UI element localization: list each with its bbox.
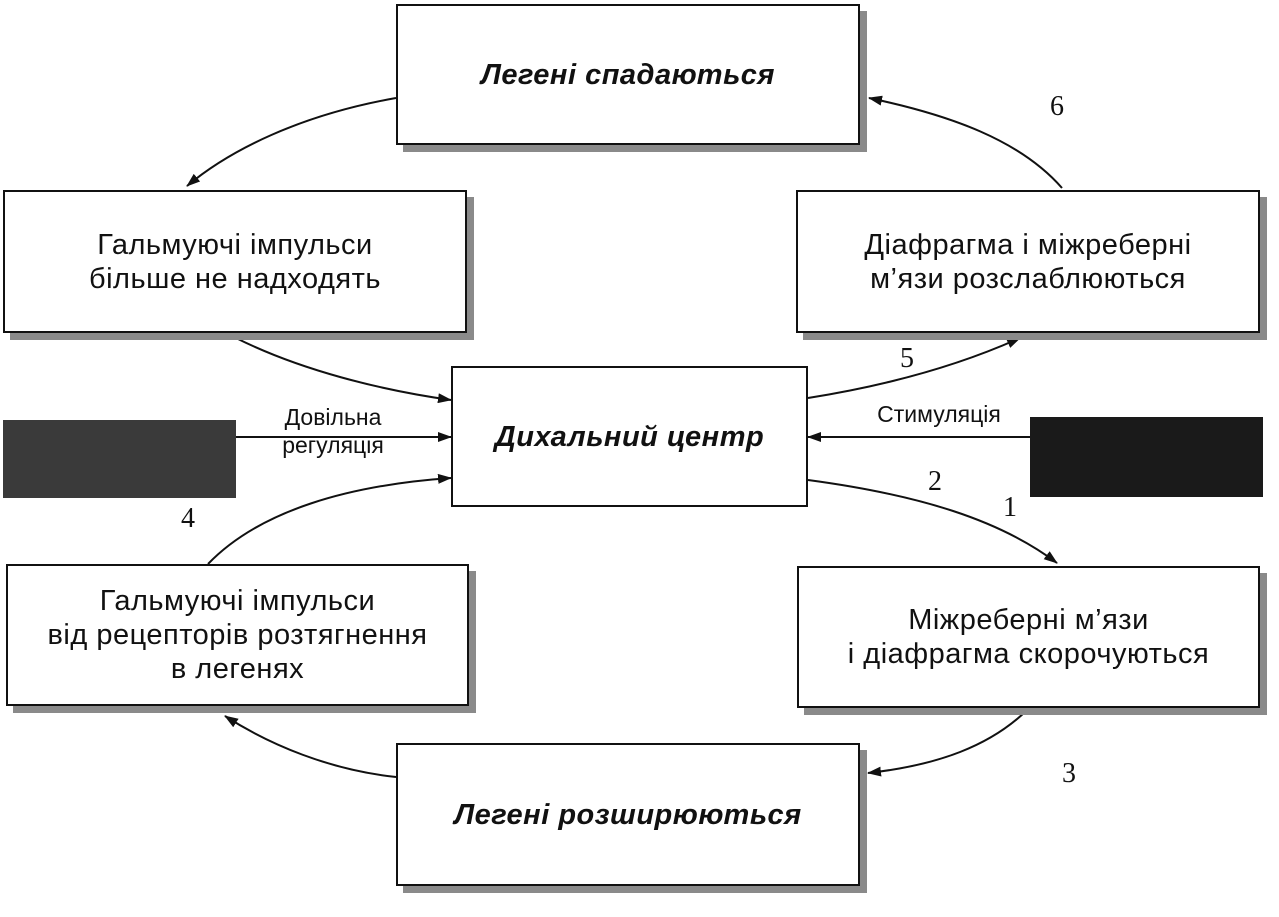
box-muscles-relax: Діафрагма і міжреберні м’язи розслаблюют… [796,190,1260,333]
box-lungs-collapse: Легені спадаються [396,4,860,145]
step-number-3: 3 [1062,758,1076,789]
label-stimulation: Стимуляція [877,401,1001,427]
arrow-2 [807,479,1058,564]
step-number-1: 1 [1003,492,1017,523]
right-dark-block [1030,417,1263,497]
box-muscles-contract: Міжреберні м’язи і діафрагма скорочуютьс… [797,566,1260,708]
label-voluntary-regulation: Довільна регуляція [282,404,384,458]
box-inhibitory-receptors: Гальмуючі імпульси від рецепторів розтяг… [6,564,469,706]
step-number-6: 6 [1050,91,1064,122]
left-dark-block [3,420,236,498]
box-muscles-contract-text: Міжреберні м’язи і діафрагма скорочуютьс… [847,604,1210,670]
arrow-expand-to-receptors [224,715,397,778]
box-muscles-relax-text: Діафрагма і міжреберні м’язи розслаблюют… [864,228,1192,295]
arrow-5 [807,337,1021,399]
arrow-inhibitory-stop-to-center [235,337,452,404]
box-inhibitory-stop: Гальмуючі імпульси більше не надходять [3,190,467,333]
box-lungs-expand: Легені розширюються [396,743,860,886]
box-lungs-expand-text: Легені розширюються [454,798,802,831]
box-respiratory-center: Дихальний центр [451,366,808,507]
step-number-5: 5 [900,343,914,374]
arrow-4 [207,473,452,565]
arrow-6 [868,95,1063,189]
box-lungs-collapse-text: Легені спадаються [481,58,775,91]
box-inhibitory-receptors-text: Гальмуючі імпульси від рецепторів розтяг… [47,585,428,685]
step-number-4: 4 [181,503,195,534]
arrow-collapse-to-inhibitory-stop [186,97,397,187]
arrow-3 [867,711,1026,777]
step-number-2: 2 [928,466,942,497]
box-respiratory-center-text: Дихальний центр [494,420,765,453]
box-inhibitory-stop-text: Гальмуючі імпульси більше не надходять [89,228,381,295]
